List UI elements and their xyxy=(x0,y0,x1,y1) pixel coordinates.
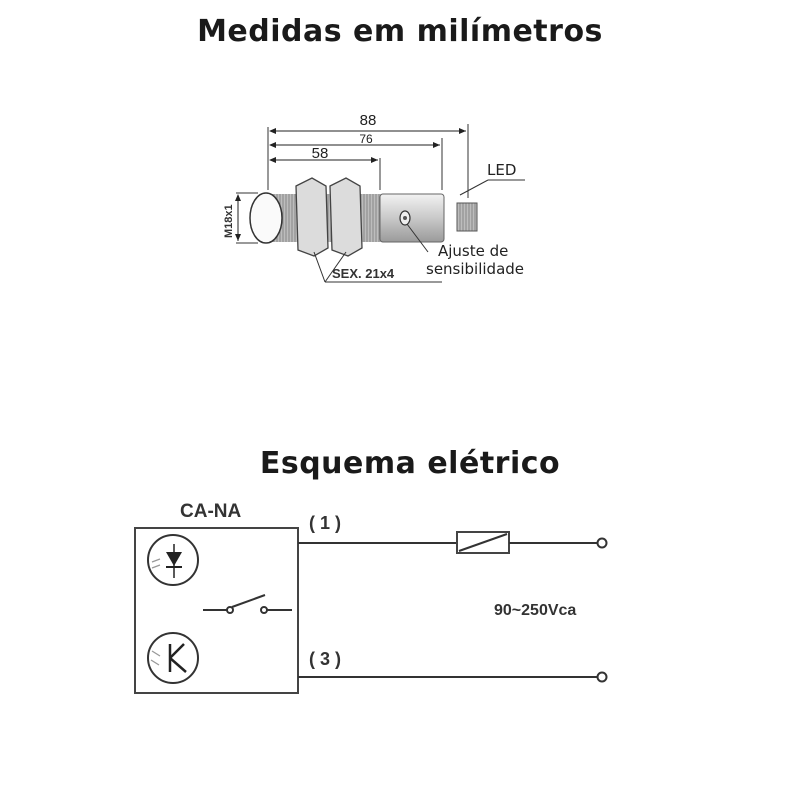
dim-58: 58 xyxy=(312,145,329,162)
dim-76: 76 xyxy=(359,132,373,146)
nut-2 xyxy=(329,177,363,257)
sensor-box xyxy=(134,527,299,694)
dim-88: 88 xyxy=(360,112,377,129)
terminal-1-label: ( 1 ) xyxy=(309,513,341,533)
callouts: LED Ajuste de sensibilidade SEX. 21x4 xyxy=(313,161,525,283)
dimensions-title: Medidas em milímetros xyxy=(197,14,603,49)
box-label: CA-NA xyxy=(180,501,241,522)
led-label: LED xyxy=(487,161,516,179)
wiring-schematic: CA-NA ( 1 ) ( 3 ) xyxy=(134,501,608,694)
voltage-label: 90~250Vca xyxy=(494,602,576,619)
sensitivity-label-2: sensibilidade xyxy=(426,260,524,278)
terminal-3-label: ( 3 ) xyxy=(309,649,341,669)
emitter-diode-icon xyxy=(147,534,199,586)
switch-no-icon xyxy=(203,594,292,614)
terminal-3-dot xyxy=(596,671,608,683)
nut-spec: SEX. 21x4 xyxy=(332,266,395,281)
wiring-title: Esquema elétrico xyxy=(259,446,561,481)
load-resistor-icon xyxy=(456,531,510,554)
sensing-face xyxy=(249,192,283,244)
nut-1 xyxy=(295,177,329,257)
sensor-drawing: 88 76 58 M18x1 xyxy=(223,112,478,257)
receiver-transistor-icon xyxy=(147,632,199,684)
thread-spec: M18x1 xyxy=(223,204,235,238)
sensor-housing xyxy=(379,193,445,243)
sensitivity-label-1: Ajuste de xyxy=(438,242,508,260)
terminal-1-dot xyxy=(596,537,608,549)
connector xyxy=(456,202,478,232)
